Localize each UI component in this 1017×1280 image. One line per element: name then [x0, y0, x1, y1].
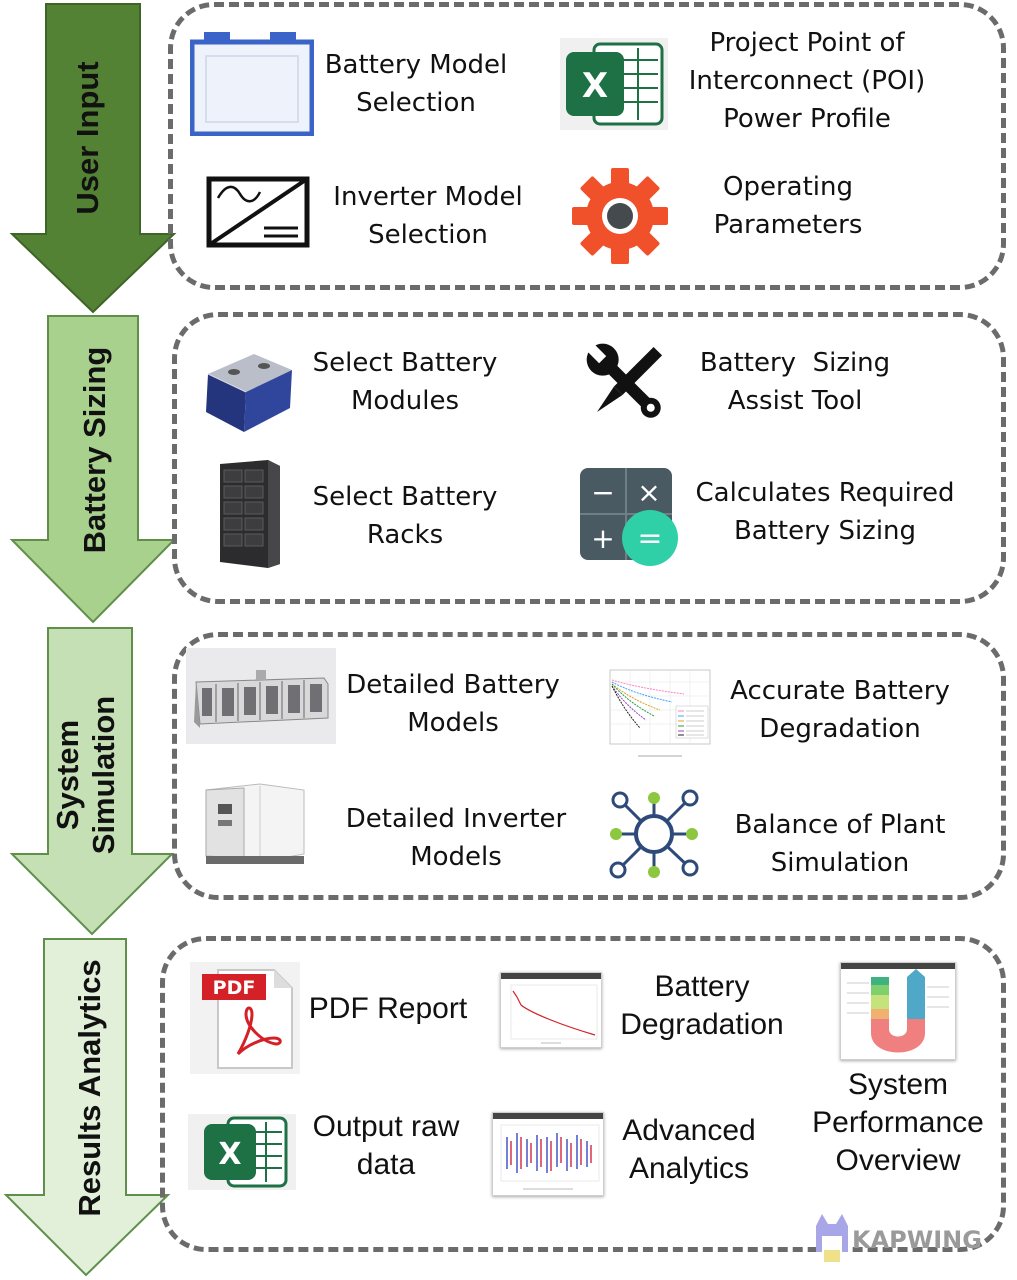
arrow-battery-sizing: [9, 315, 177, 624]
pdf-icon: PDF: [190, 962, 300, 1074]
svg-text:×: ×: [637, 476, 660, 509]
svg-text:−: −: [591, 476, 614, 509]
stage-label-battery-sizing: Battery Sizing: [77, 346, 112, 554]
boxplot-chart-icon: [493, 1113, 603, 1190]
degradation-curve-icon: [501, 973, 601, 1044]
svg-text:PDF: PDF: [213, 977, 256, 999]
battery-container-icon: [186, 648, 336, 744]
battery-module-icon: [190, 30, 314, 136]
stage-label-results-analytics: Results Analytics: [72, 959, 107, 1217]
panel-user-input: [168, 2, 1006, 290]
arrow-results-analytics: [3, 938, 171, 1277]
stage-label-simulation: Simulation: [85, 695, 121, 855]
pdf-report-label: PDF Report: [308, 992, 468, 1025]
advanced-analytics-thumbnail: [492, 1112, 604, 1196]
gear-icon: [572, 168, 668, 264]
calculator-icon: − × + =: [580, 468, 678, 566]
svg-text:X: X: [582, 66, 608, 106]
stage-label-system: System: [50, 719, 85, 831]
stage-label-system-simulation: System Simulation: [50, 685, 130, 865]
svg-text:X: X: [218, 1137, 241, 1172]
kapwing-watermark: KAPWING: [852, 1226, 982, 1254]
system-performance-thumbnail: [840, 962, 956, 1060]
panel-system-simulation: [172, 632, 1006, 900]
inverter-cabinet-icon: [205, 783, 305, 864]
panel-battery-sizing: [172, 312, 1006, 604]
excel-icon: X: [560, 38, 668, 130]
network-hub-icon: [609, 789, 699, 879]
battery-cell-icon: [206, 354, 292, 432]
battery-rack-icon: [220, 460, 280, 568]
svg-text:+: +: [591, 522, 614, 555]
arrow-user-input: [9, 3, 177, 314]
sankey-diagram-icon: [841, 963, 955, 1053]
excel-output-icon: X: [188, 1114, 296, 1190]
kapwing-logo-icon: [816, 1214, 848, 1262]
stage-label-user-input: User Input: [70, 61, 105, 215]
battery-degradation-thumbnail: [500, 972, 602, 1048]
svg-text:=: =: [637, 521, 662, 556]
arrow-system-simulation: [9, 627, 175, 936]
degradation-chart-icon: [598, 662, 714, 762]
tools-icon: [586, 343, 663, 418]
inverter-icon: [206, 176, 310, 248]
panel-results-analytics: [160, 936, 1006, 1252]
